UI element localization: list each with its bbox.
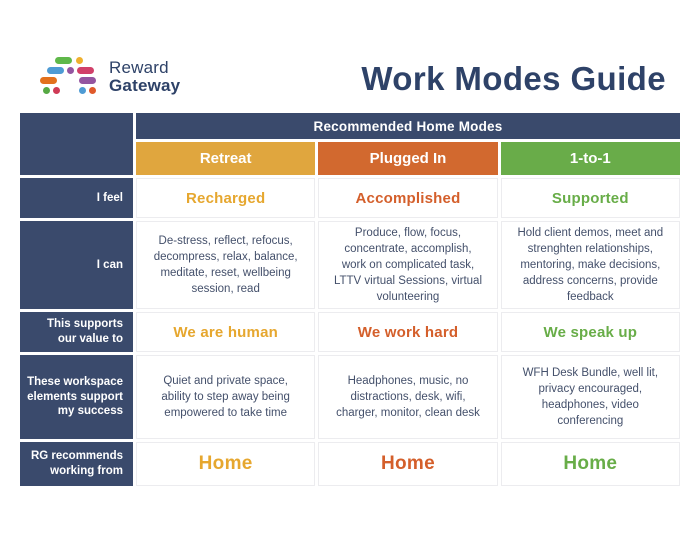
cell-i-feel-1-to-1: Supported — [500, 178, 680, 218]
cell-workspace-plugged-in: Headphones, music, no distractions, desk… — [318, 355, 498, 439]
column-header-plugged-in: Plugged In — [318, 142, 498, 175]
cell-i-can-plugged-in: Produce, flow, focus, concentrate, accom… — [318, 221, 498, 309]
cell-i-feel-retreat: Recharged — [136, 178, 316, 218]
row-label-i-feel: I feel — [20, 178, 133, 218]
logo-word-gateway: Gateway — [109, 76, 181, 95]
table-banner: Recommended Home Modes — [136, 113, 680, 139]
page-title: Work Modes Guide — [361, 60, 666, 97]
cell-workspace-1-to-1: WFH Desk Bundle, well lit, privacy encou… — [500, 355, 680, 439]
cell-value-plugged-in: We work hard — [318, 312, 498, 352]
brand-lockup: Reward Gateway — [40, 57, 180, 97]
row-label-rg-recommends: RG recommends working from — [20, 442, 133, 486]
cell-recommend-plugged-in: Home — [318, 442, 498, 486]
work-modes-table: Recommended Home Modes Retreat Plugged I… — [20, 113, 680, 486]
row-label-i-can: I can — [20, 221, 133, 309]
cell-value-retreat: We are human — [136, 312, 316, 352]
cell-workspace-retreat: Quiet and private space, ability to step… — [136, 355, 316, 439]
cell-recommend-retreat: Home — [136, 442, 316, 486]
logo-word-reward: Reward — [109, 57, 169, 77]
cell-i-feel-plugged-in: Accomplished — [318, 178, 498, 218]
row-label-workspace-elements: These workspace elements support my succ… — [20, 355, 133, 439]
reward-gateway-logo-icon — [40, 57, 98, 97]
cell-recommend-1-to-1: Home — [500, 442, 680, 486]
cell-i-can-retreat: De-stress, reflect, refocus, decompress,… — [136, 221, 316, 309]
logo-wordmark: Reward Gateway — [109, 57, 181, 96]
cell-i-can-1-to-1: Hold client demos, meet and strenghten r… — [500, 221, 680, 309]
row-label-supports-value: This supports our value to — [20, 312, 133, 352]
cell-value-1-to-1: We speak up — [500, 312, 680, 352]
column-header-1-to-1: 1-to-1 — [500, 142, 680, 175]
table-corner-cell — [20, 113, 133, 175]
column-header-retreat: Retreat — [136, 142, 316, 175]
